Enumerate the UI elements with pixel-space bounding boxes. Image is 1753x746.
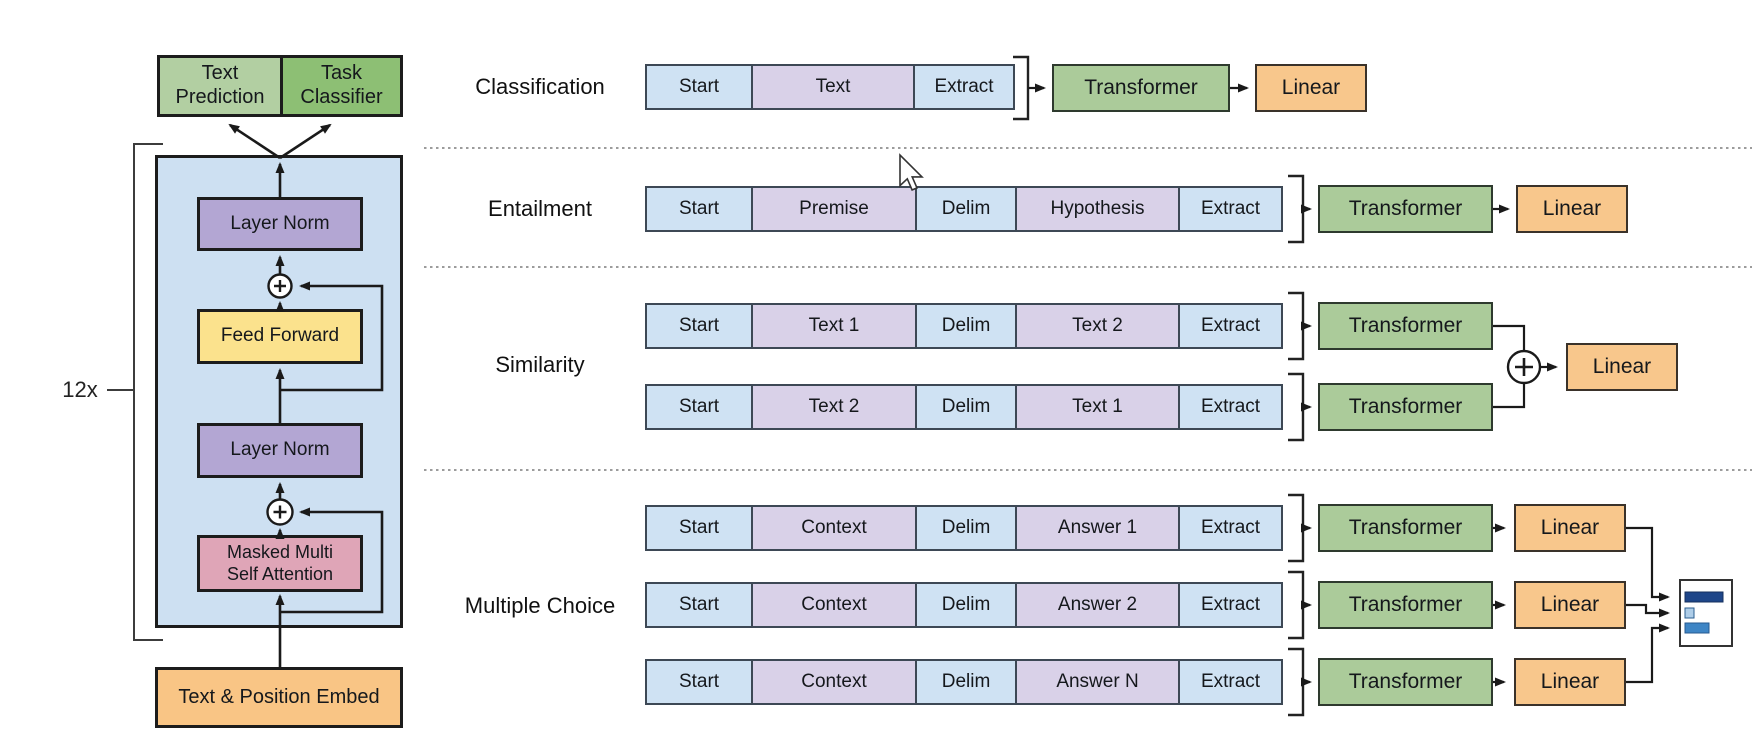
linear-box: Linear <box>1514 504 1626 552</box>
token-cell: Delim <box>915 584 1015 626</box>
token-cell: Context <box>751 661 915 703</box>
token-cell: Answer 1 <box>1015 507 1178 549</box>
task-label-similarity: Similarity <box>495 352 585 377</box>
layer-norm-top-box: Layer Norm <box>197 197 363 251</box>
token-row-classification: Start Text Extract <box>645 64 1015 110</box>
feed-forward-box: Feed Forward <box>197 309 363 364</box>
transformer-box: Transformer <box>1052 64 1230 112</box>
token-cell: Start <box>647 661 751 703</box>
text-prediction-box: Text Prediction <box>157 55 280 117</box>
token-cell: Text 2 <box>1015 305 1178 347</box>
transformer-box: Transformer <box>1318 302 1493 350</box>
transformer-box: Transformer <box>1318 504 1493 552</box>
token-cell: Start <box>647 584 751 626</box>
token-cell: Extract <box>1178 661 1281 703</box>
repeat-count-label: 12x <box>62 377 98 402</box>
token-cell: Extract <box>913 66 1013 108</box>
task-label-classification: Classification <box>475 74 605 99</box>
token-cell: Start <box>647 305 751 347</box>
token-cell: Text 2 <box>751 386 915 428</box>
transformer-box: Transformer <box>1318 383 1493 431</box>
task-classifier-label: Task Classifier <box>300 62 383 108</box>
token-cell: Extract <box>1178 507 1281 549</box>
embed-label: Text & Position Embed <box>178 685 380 708</box>
linear-box: Linear <box>1514 581 1626 629</box>
layer-norm-bottom-box: Layer Norm <box>197 423 363 478</box>
token-cell: Answer 2 <box>1015 584 1178 626</box>
token-cell: Context <box>751 584 915 626</box>
token-cell: Delim <box>915 188 1015 230</box>
token-row-similarity-2: Start Text 2 Delim Text 1 Extract <box>645 384 1283 430</box>
task-classifier-box: Task Classifier <box>280 55 403 117</box>
token-cell: Start <box>647 66 751 108</box>
masked-attention-label-line2: Self Attention <box>226 563 334 584</box>
linear-box: Linear <box>1566 343 1678 391</box>
token-cell: Delim <box>915 305 1015 347</box>
transformer-box: Transformer <box>1318 658 1493 706</box>
token-cell: Extract <box>1178 584 1281 626</box>
token-cell: Start <box>647 507 751 549</box>
linear-box: Linear <box>1516 185 1628 233</box>
token-row-multiple-choice-3: Start Context Delim Answer N Extract <box>645 659 1283 705</box>
text-prediction-label: Text Prediction <box>175 62 265 108</box>
token-cell: Answer N <box>1015 661 1178 703</box>
token-cell: Extract <box>1178 305 1281 347</box>
masked-attention-box: Masked Multi Self Attention <box>197 535 363 592</box>
transformer-box: Transformer <box>1318 581 1493 629</box>
layer-norm-top-label: Layer Norm <box>230 212 330 234</box>
token-cell: Premise <box>751 188 915 230</box>
linear-box: Linear <box>1255 64 1367 112</box>
token-row-multiple-choice-1: Start Context Delim Answer 1 Extract <box>645 505 1283 551</box>
task-label-multiple-choice: Multiple Choice <box>464 593 616 618</box>
token-cell: Start <box>647 188 751 230</box>
token-cell: Extract <box>1178 188 1281 230</box>
token-row-similarity-1: Start Text 1 Delim Text 2 Extract <box>645 303 1283 349</box>
task-label-entailment: Entailment <box>488 196 592 221</box>
token-cell: Text 1 <box>751 305 915 347</box>
token-cell: Delim <box>915 386 1015 428</box>
feed-forward-label: Feed Forward <box>220 325 340 347</box>
token-cell: Extract <box>1178 386 1281 428</box>
layer-norm-bottom-label: Layer Norm <box>230 439 330 461</box>
embed-box: Text & Position Embed <box>155 667 403 728</box>
token-cell: Delim <box>915 507 1015 549</box>
token-cell: Hypothesis <box>1015 188 1178 230</box>
token-row-multiple-choice-2: Start Context Delim Answer 2 Extract <box>645 582 1283 628</box>
token-cell: Context <box>751 507 915 549</box>
token-row-entailment: Start Premise Delim Hypothesis Extract <box>645 186 1283 232</box>
linear-box: Linear <box>1514 658 1626 706</box>
transformer-box: Transformer <box>1318 185 1493 233</box>
token-cell: Text 1 <box>1015 386 1178 428</box>
token-cell: Start <box>647 386 751 428</box>
token-cell: Delim <box>915 661 1015 703</box>
token-cell: Text <box>751 66 913 108</box>
masked-attention-label-line1: Masked Multi <box>226 542 334 563</box>
